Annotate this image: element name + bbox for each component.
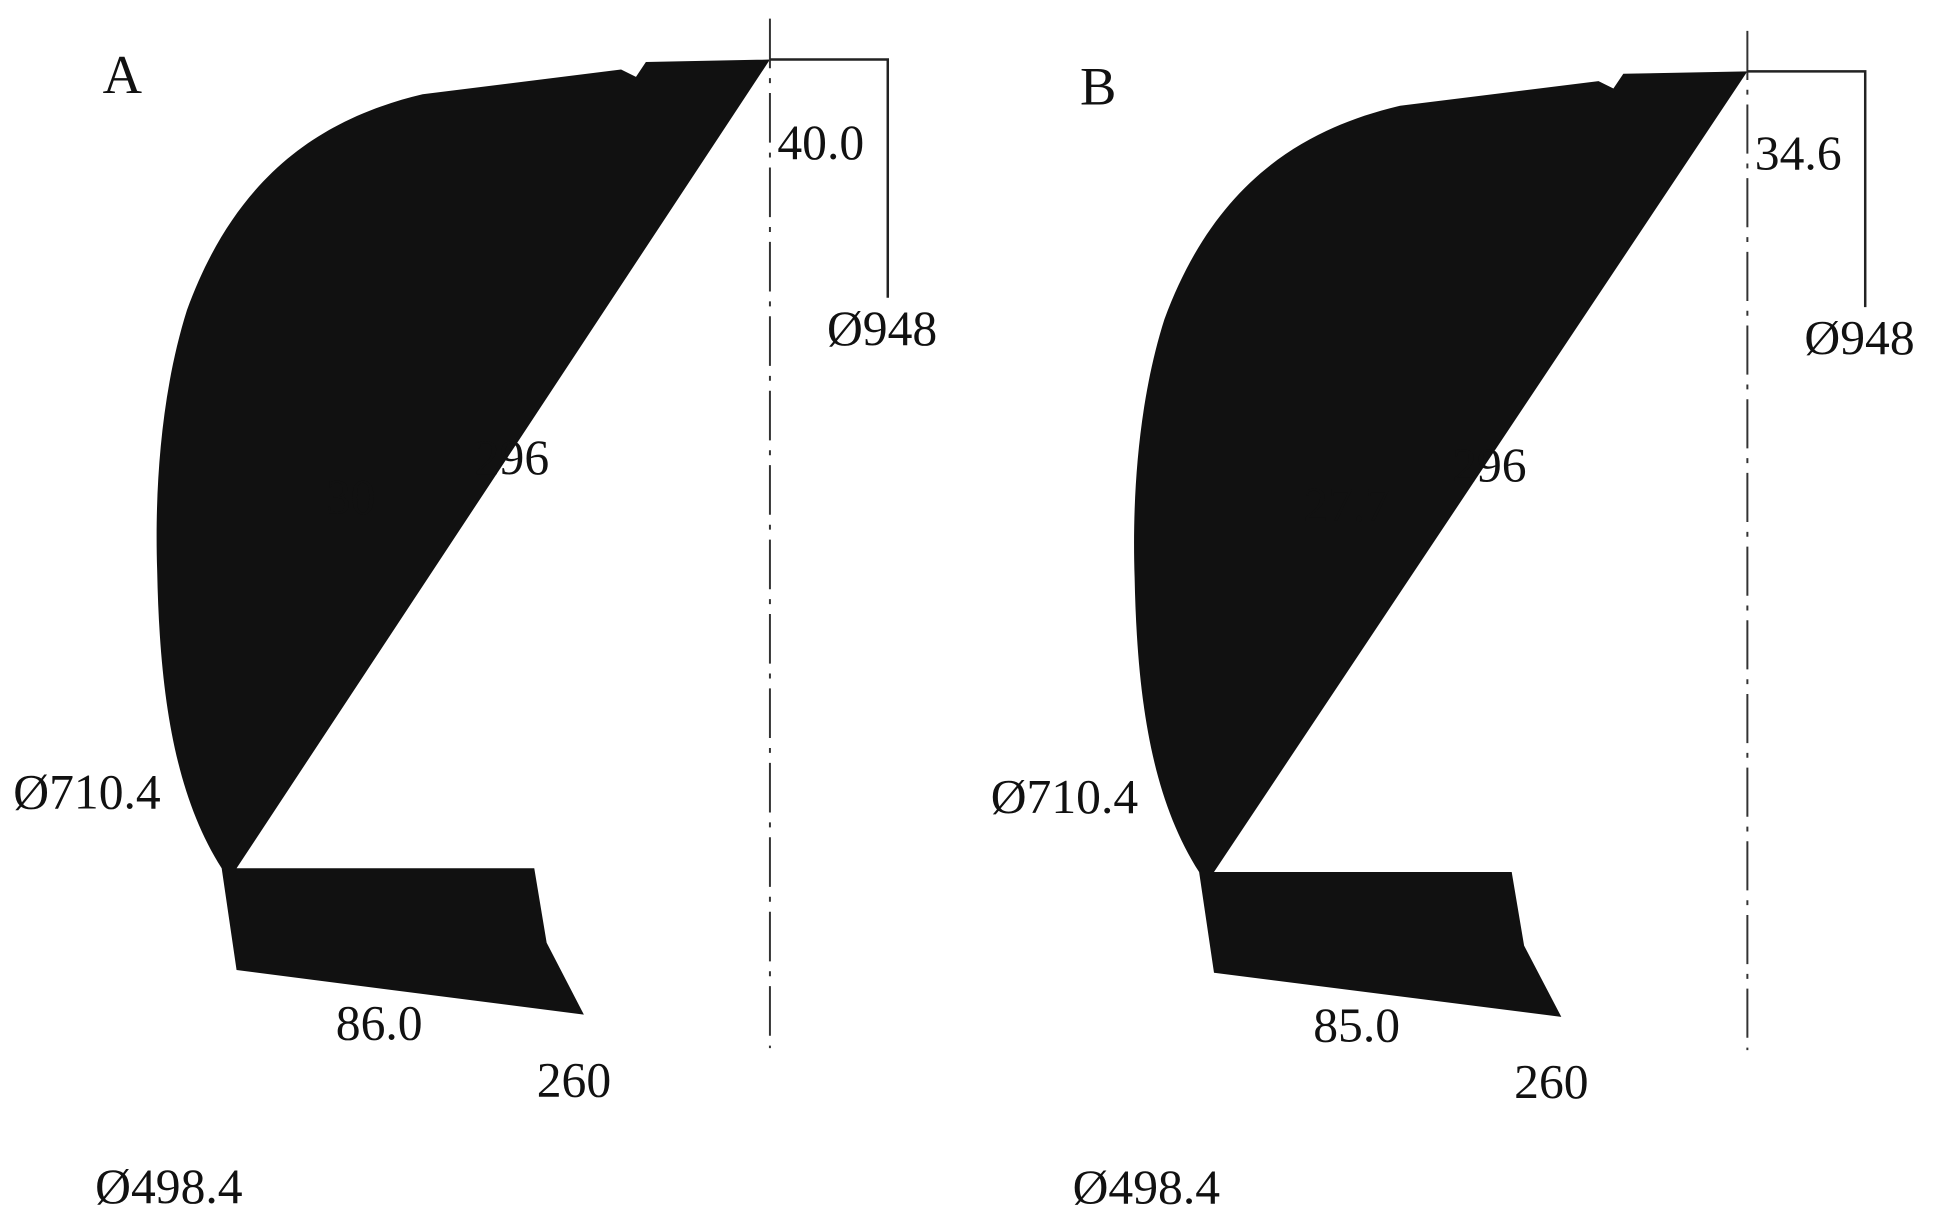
tire-section — [1134, 71, 1748, 1017]
panel-a: A 40.0 Ø948 296 30 Ø710.4 86.0 260 Ø498.… — [13, 18, 937, 1214]
outer-rubber-layer — [156, 59, 770, 1015]
rim-width-label: 260 — [537, 1053, 611, 1108]
panel-label: B — [1080, 57, 1116, 117]
section-width-label: 296 — [475, 430, 549, 485]
outer-diameter-label: Ø948 — [827, 301, 937, 356]
tread-thickness-label: 34.6 — [1755, 126, 1842, 181]
bead-width-label: 86.0 — [336, 995, 423, 1050]
sidewall-thickness-label: 27.7 — [1303, 477, 1390, 532]
tread-thickness-label: 40.0 — [777, 115, 864, 170]
dimension-lines — [769, 58, 890, 298]
outer-diameter-label: Ø948 — [1804, 310, 1914, 365]
max-width-diameter-label: Ø710.4 — [13, 765, 161, 820]
bead-width-label: 85.0 — [1313, 998, 1400, 1053]
tire-section — [156, 59, 770, 1015]
section-width-label: 296 — [1452, 438, 1526, 493]
sidewall-thickness-label: 30 — [326, 470, 376, 525]
dimension-lines — [1747, 70, 1867, 308]
panel-b: B 34.6 Ø948 296 27.7 Ø710.4 85.0 260 Ø49… — [991, 30, 1915, 1215]
rim-width-label: 260 — [1514, 1054, 1588, 1109]
outer-rubber-layer — [1134, 71, 1748, 1017]
max-width-diameter-label: Ø710.4 — [991, 769, 1138, 824]
bead-diameter-label: Ø498.4 — [1073, 1160, 1220, 1215]
panel-label: A — [103, 44, 142, 105]
bead-diameter-label: Ø498.4 — [95, 1159, 243, 1214]
